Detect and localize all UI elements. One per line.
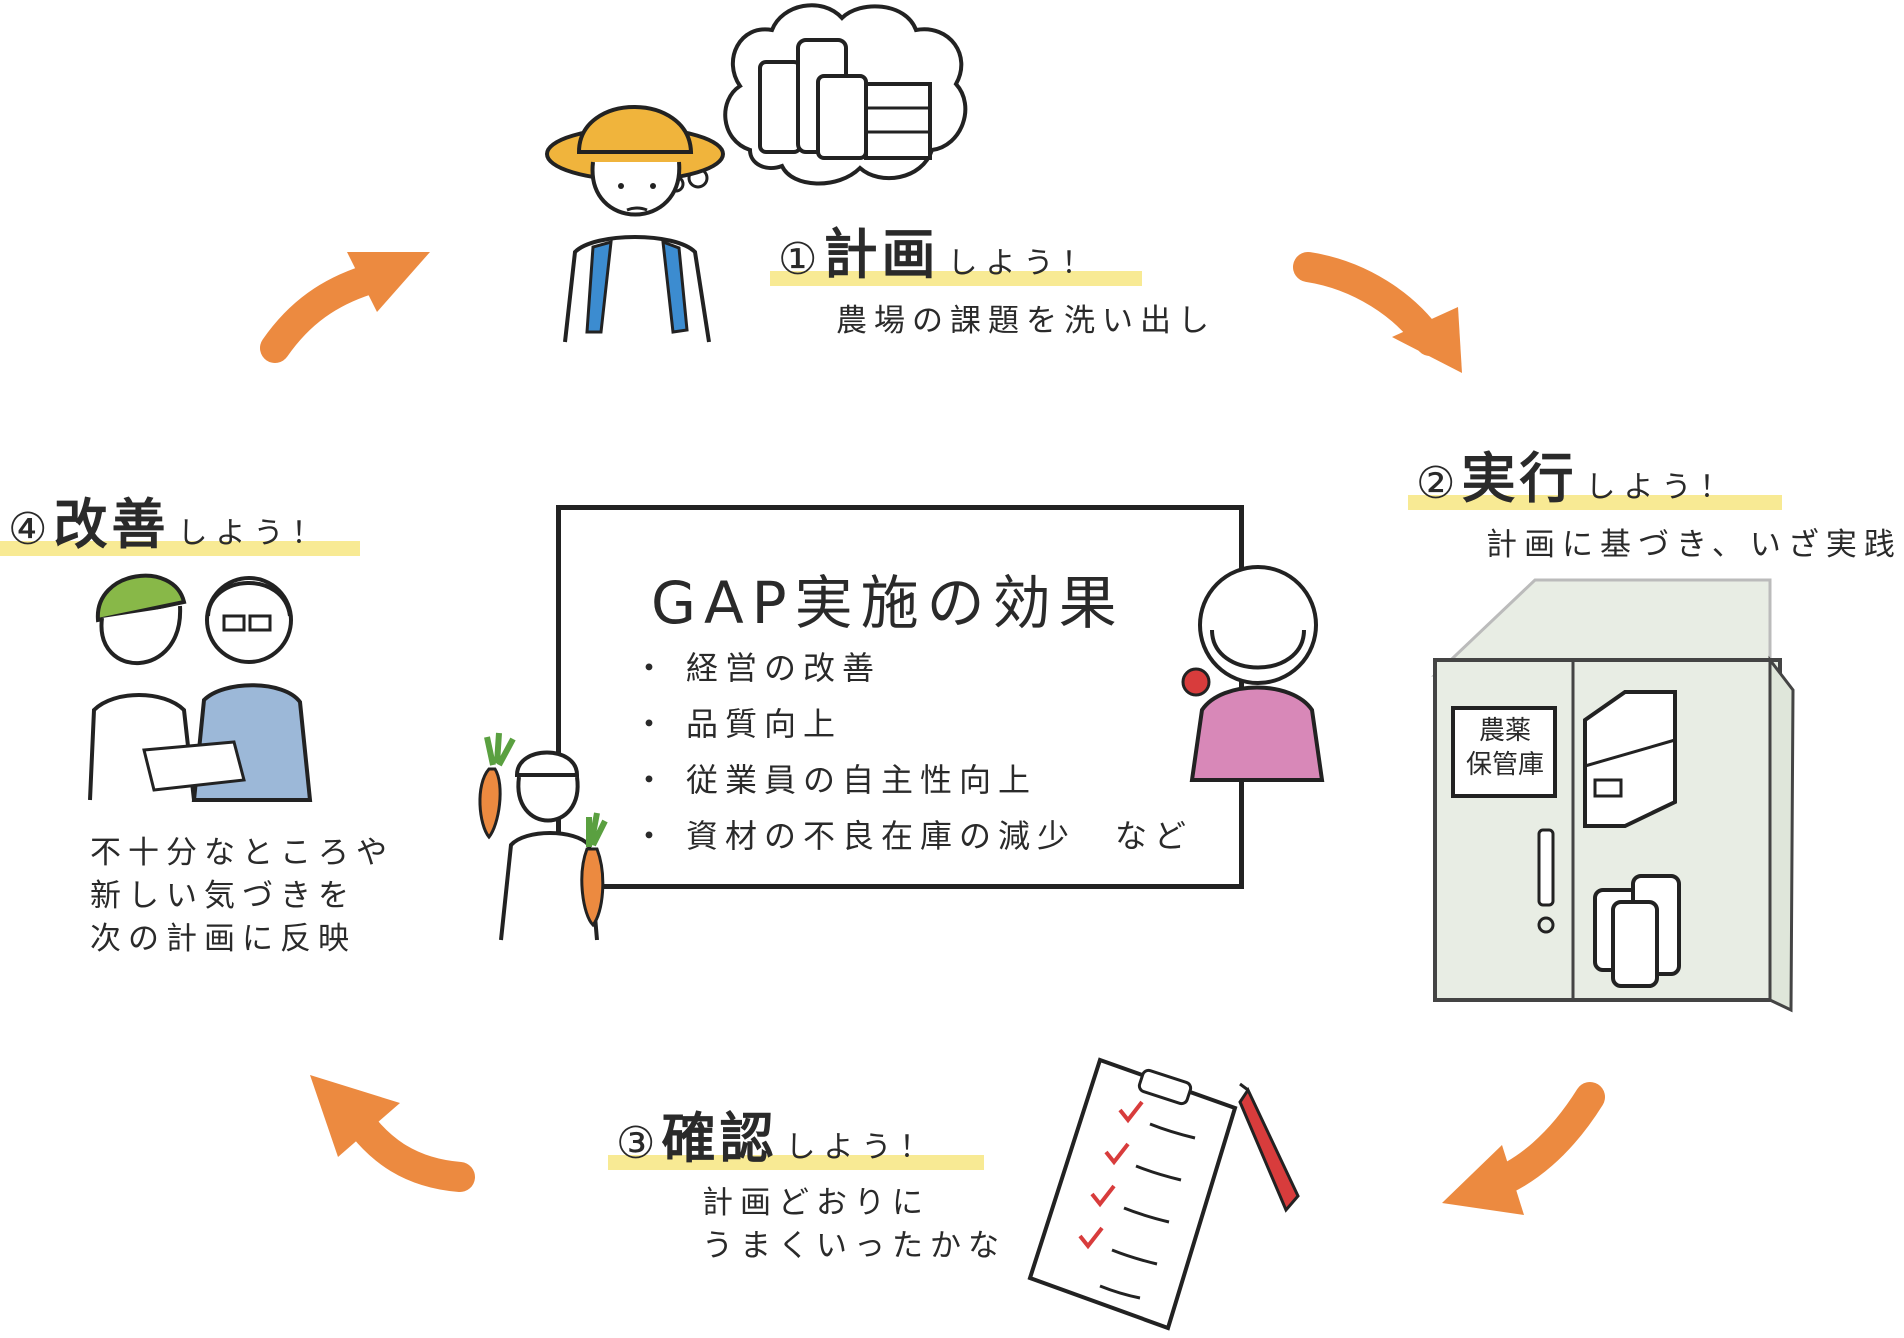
list-item: ・品質向上 bbox=[633, 696, 1193, 752]
step-suffix: しよう！ bbox=[947, 246, 1100, 281]
list-item-text: 従業員の自主性向上 bbox=[686, 761, 1038, 799]
highlight-bar bbox=[770, 271, 1142, 286]
two-people-discussing-icon bbox=[88, 573, 313, 802]
step-title: 確認 bbox=[661, 1107, 778, 1170]
highlight-bar bbox=[0, 541, 360, 556]
clipboard-checklist-icon bbox=[1027, 1057, 1238, 1331]
arrow-act-to-plan-icon bbox=[260, 252, 430, 363]
storage-cabinet-icon: 農薬 保管庫 bbox=[1425, 578, 1795, 1020]
board-title: GAP実施の効果 bbox=[651, 569, 1125, 637]
description-line: 次の計画に反映 bbox=[90, 921, 356, 957]
bullet: ・ bbox=[633, 817, 673, 855]
description-line: 計画どおりに bbox=[702, 1185, 930, 1221]
step-title: 改善 bbox=[53, 493, 170, 556]
step-suffix: しよう！ bbox=[785, 1130, 938, 1165]
step-act-heading: ④ 改善 しよう！ bbox=[0, 498, 360, 556]
list-item: ・経営の改善 bbox=[633, 640, 1193, 696]
bullet: ・ bbox=[633, 649, 673, 687]
list-item-text: 資材の不良在庫の減少 など bbox=[686, 817, 1194, 855]
carrot-man-icon bbox=[478, 732, 608, 941]
step-title: 実行 bbox=[1461, 447, 1578, 510]
description-line: 新しい気づきを bbox=[90, 878, 356, 914]
description-line: 農場の課題を洗い出し bbox=[836, 303, 1216, 339]
effects-list: ・経営の改善 ・品質向上 ・従業員の自主性向上 ・資材の不良在庫の減少 など bbox=[633, 640, 1193, 864]
step-do-heading: ② 実行 しよう！ bbox=[1408, 452, 1782, 510]
step-suffix: しよう！ bbox=[177, 516, 330, 551]
bullet: ・ bbox=[633, 705, 673, 743]
step-act-description: 不十分なところや 新しい気づきを 次の計画に反映 bbox=[90, 832, 394, 961]
step-check-heading: ③ 確認 しよう！ bbox=[608, 1112, 984, 1170]
description-line: 計画に基づき、いざ実践 bbox=[1486, 527, 1902, 563]
thought-bubble-icon bbox=[723, 3, 968, 186]
woman-with-tomato-icon bbox=[1181, 565, 1325, 782]
highlight-bar bbox=[1408, 495, 1782, 510]
step-suffix: しよう！ bbox=[1585, 470, 1738, 505]
storage-label-line: 保管庫 bbox=[1465, 750, 1544, 780]
description-line: うまくいったかな bbox=[702, 1228, 1006, 1264]
list-item-text: 経営の改善 bbox=[686, 649, 882, 687]
list-item: ・資材の不良在庫の減少 など bbox=[633, 808, 1193, 864]
list-item: ・従業員の自主性向上 bbox=[633, 752, 1193, 808]
highlight-bar bbox=[608, 1155, 984, 1170]
arrow-do-to-check-icon bbox=[1442, 1082, 1605, 1215]
step-plan-description: 農場の課題を洗い出し bbox=[836, 300, 1216, 343]
arrow-check-to-act-icon bbox=[310, 1075, 475, 1192]
step-number: ① bbox=[778, 234, 818, 285]
description-line: 不十分なところや bbox=[90, 835, 394, 871]
step-do-description: 計画に基づき、いざ実践 bbox=[1486, 524, 1902, 567]
list-item-text: 品質向上 bbox=[686, 705, 843, 743]
effects-board: GAP実施の効果 ・経営の改善 ・品質向上 ・従業員の自主性向上 ・資材の不良在… bbox=[556, 505, 1244, 889]
step-number: ③ bbox=[616, 1118, 656, 1169]
step-number: ② bbox=[1416, 458, 1456, 509]
storage-label-line: 農薬 bbox=[1478, 716, 1531, 746]
farmer-thinking-icon bbox=[545, 105, 725, 343]
pen-icon bbox=[1238, 1082, 1300, 1213]
step-number: ④ bbox=[8, 504, 48, 555]
step-title: 計画 bbox=[823, 223, 940, 286]
arrow-plan-to-do-icon bbox=[1293, 252, 1462, 373]
bullet: ・ bbox=[633, 761, 673, 799]
storage-label: 農薬 保管庫 bbox=[1455, 714, 1555, 782]
step-plan-heading: ① 計画 しよう！ bbox=[770, 228, 1142, 286]
step-check-description: 計画どおりに うまくいったかな bbox=[702, 1182, 1006, 1268]
